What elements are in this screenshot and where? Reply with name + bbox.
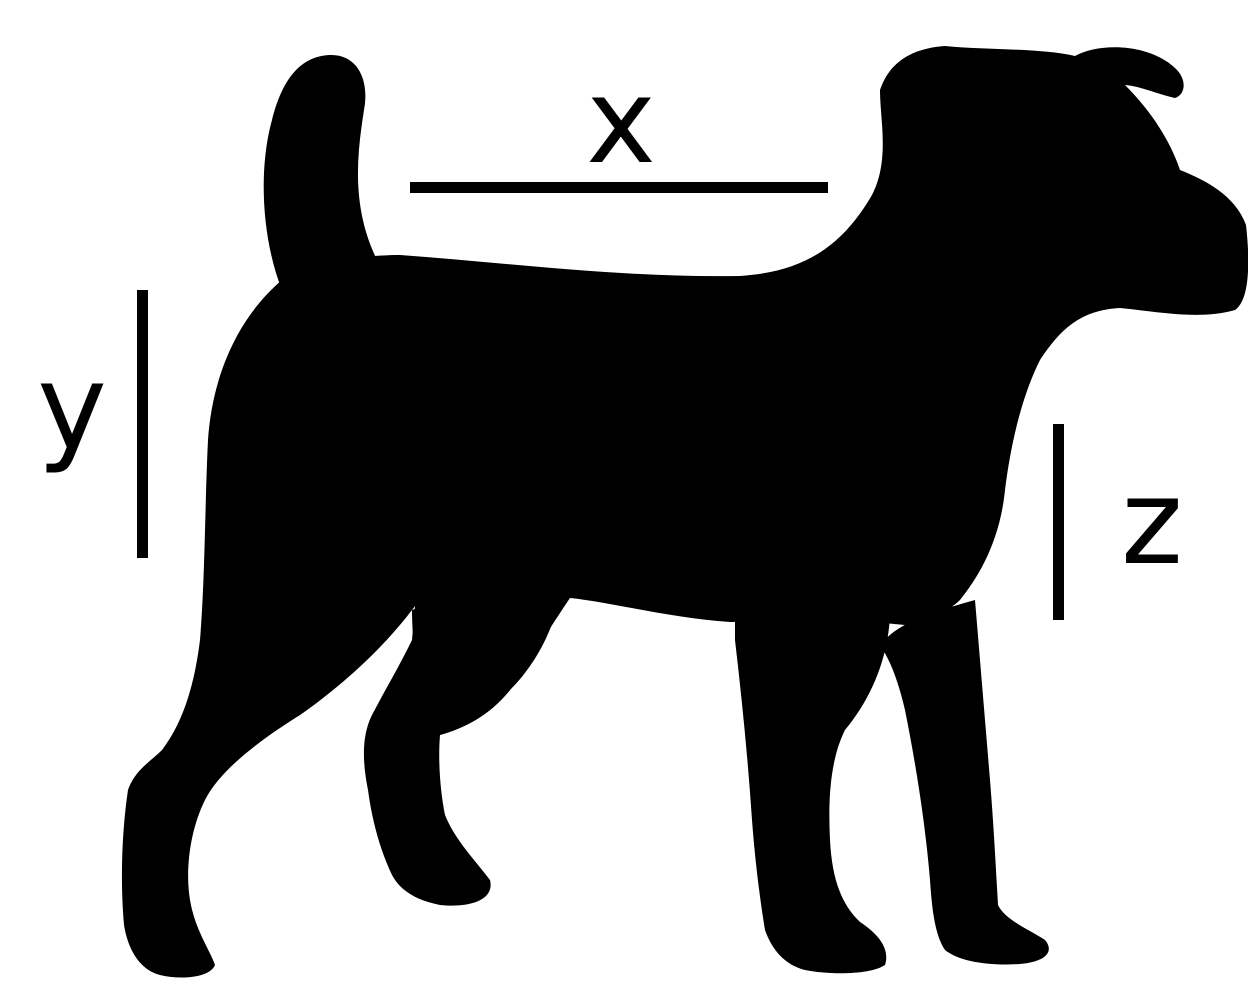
measurement-y: y bbox=[37, 290, 148, 558]
dog-front-leg-near bbox=[735, 610, 890, 973]
dog-tail bbox=[264, 55, 378, 290]
measurement-x-label: x bbox=[586, 52, 656, 190]
measurement-y-label: y bbox=[37, 338, 107, 476]
dog-front-leg-far bbox=[880, 600, 1049, 964]
dog-hind-leg-far bbox=[412, 595, 560, 735]
measurement-z-label: z bbox=[1121, 453, 1183, 591]
measurement-y-line bbox=[137, 290, 148, 558]
measurement-z: z bbox=[1053, 424, 1183, 620]
measurement-x: x bbox=[410, 52, 828, 193]
measurement-z-line bbox=[1053, 424, 1064, 620]
